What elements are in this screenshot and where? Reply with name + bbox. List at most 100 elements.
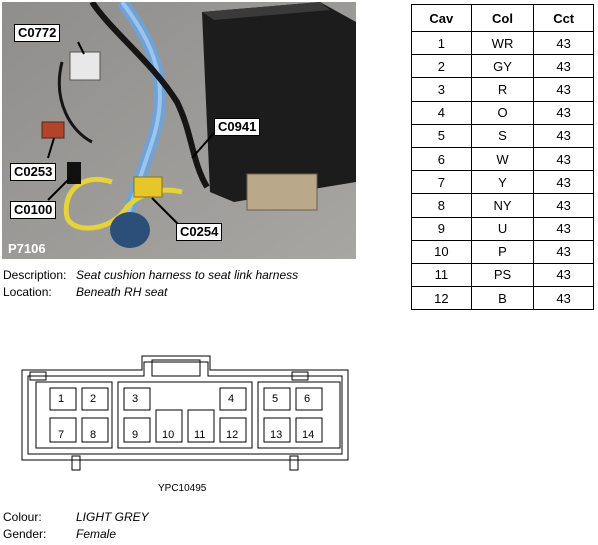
cct-cell: 43: [533, 30, 594, 56]
col-cell: R: [470, 77, 535, 102]
colour-line: Colour: LIGHT GREY: [3, 510, 149, 524]
cavity-8: [81, 417, 109, 443]
connector-outline: [21, 355, 349, 461]
cavity-9: [123, 417, 151, 443]
cav-cell: 7: [411, 170, 472, 195]
col-cell: NY: [470, 193, 535, 218]
cct-cell: 43: [533, 123, 594, 148]
pin-label-10: 10: [162, 429, 174, 441]
compartment-right: [257, 381, 341, 449]
location-label: Location:: [3, 285, 52, 299]
description-line: Description: Seat cushion harness to seat…: [3, 268, 298, 282]
cct-cell: 43: [533, 216, 594, 241]
pin-label-5: 5: [272, 393, 278, 405]
callout-c0253: C0253: [10, 163, 57, 181]
foot-left: [71, 455, 81, 471]
pin-label-7: 7: [58, 429, 64, 441]
col-cell: WR: [470, 30, 535, 56]
cavity-7: [49, 417, 77, 443]
cavity-12: [219, 417, 247, 443]
colour-value: LIGHT GREY: [76, 510, 149, 524]
cct-cell: 43: [533, 77, 594, 102]
col-cell: S: [470, 123, 535, 148]
pin-label-14: 14: [302, 429, 314, 441]
col-cell: O: [470, 100, 535, 125]
pin-label-12: 12: [226, 429, 238, 441]
diagram-reference-code: YPC10495: [158, 483, 207, 494]
pin-table-header: Cav Col Cct: [411, 4, 594, 32]
cavity-14: [295, 417, 323, 443]
cct-cell: 43: [533, 286, 594, 311]
cav-cell: 2: [411, 54, 472, 79]
cct-cell: 43: [533, 262, 594, 288]
header-cct: Cct: [533, 4, 594, 32]
pin-label-13: 13: [270, 429, 282, 441]
header-col: Col: [470, 4, 535, 32]
col-cell: W: [470, 146, 535, 172]
cavity-11: [187, 409, 215, 443]
header-cav: Cav: [411, 4, 472, 32]
cavity-6: [295, 387, 323, 411]
colour-label: Colour:: [3, 510, 42, 524]
description-label: Description:: [3, 268, 67, 282]
gender-line: Gender:Female: [3, 527, 116, 541]
callout-c0772: C0772: [14, 24, 61, 42]
cav-cell: 8: [411, 193, 472, 218]
callout-c0100: C0100: [10, 201, 57, 219]
location-line: Location: Beneath RH seat: [3, 285, 167, 299]
cct-cell: 43: [533, 170, 594, 195]
cav-cell: 6: [411, 146, 472, 172]
lug-top-left: [29, 371, 47, 381]
connector-latch: [151, 359, 201, 377]
pin-label-8: 8: [90, 429, 96, 441]
cavity-2: [81, 387, 109, 411]
cct-cell: 43: [533, 54, 594, 79]
pin-label-3: 3: [132, 393, 138, 405]
col-cell: GY: [470, 54, 535, 79]
location-value: Beneath RH seat: [76, 285, 168, 299]
cct-cell: 43: [533, 100, 594, 125]
cct-cell: 43: [533, 146, 594, 172]
col-cell: P: [470, 239, 535, 264]
cavity-3: [123, 387, 151, 411]
cav-cell: 12: [411, 286, 472, 311]
pin-label-11: 11: [194, 429, 205, 441]
callout-c0941: C0941: [214, 118, 261, 136]
pin-label-1: 1: [58, 393, 64, 405]
lug-top-right: [291, 371, 309, 381]
photo-number: P7106: [8, 241, 46, 256]
pin-label-6: 6: [304, 393, 310, 405]
connector-face-diagram: 1 2 3 4 5 6 7 8 9 10 11 12 13 14: [21, 355, 349, 471]
gender-value: Female: [76, 527, 117, 541]
cav-cell: 3: [411, 77, 472, 102]
harness-photo-illustration: [2, 2, 356, 259]
cct-cell: 43: [533, 239, 594, 264]
col-cell: PS: [470, 262, 535, 288]
cavity-5: [263, 387, 291, 411]
pin-label-9: 9: [132, 429, 138, 441]
pin-label-4: 4: [228, 393, 234, 405]
pin-label-2: 2: [90, 393, 96, 405]
cav-cell: 5: [411, 123, 472, 148]
compartment-left: [35, 381, 113, 449]
cct-cell: 43: [533, 193, 594, 218]
description-value: Seat cushion harness to seat link harnes…: [76, 268, 299, 282]
cav-cell: 1: [411, 30, 472, 56]
col-cell: Y: [470, 170, 535, 195]
col-cell: U: [470, 216, 535, 241]
cav-cell: 11: [411, 262, 472, 288]
foot-right: [289, 455, 299, 471]
harness-photo: C0772 C0941 C0253 C0100 C0254 P7106: [2, 2, 356, 259]
callout-c0254: C0254: [176, 223, 223, 241]
connector-inner-outline: [27, 361, 343, 455]
